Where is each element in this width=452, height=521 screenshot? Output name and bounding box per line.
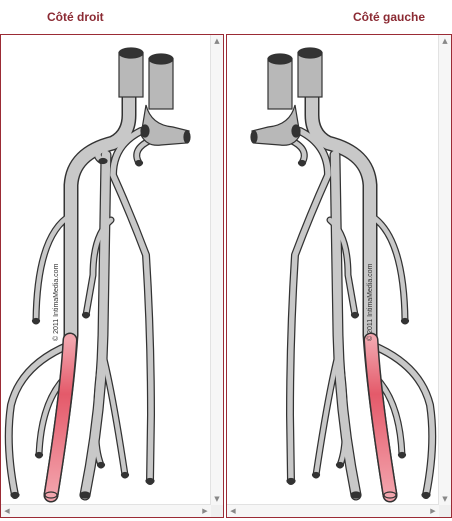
scroll-down-icon[interactable]: ▼ — [214, 495, 220, 503]
scroll-down-icon[interactable]: ▼ — [442, 495, 448, 503]
scroll-left-icon[interactable]: ◀ — [230, 507, 236, 515]
title-right-side: Côté droit — [47, 10, 104, 24]
title-left-side: Côté gauche — [353, 10, 426, 24]
vessel-fills — [6, 89, 154, 501]
scroll-right-icon[interactable]: ▶ — [202, 507, 208, 515]
scroll-right-icon[interactable]: ▶ — [430, 507, 436, 515]
scrollbar-corner — [211, 505, 223, 517]
copyright-text: © 2011 IntimaMedia.com — [367, 263, 374, 341]
vessel-openings — [10, 47, 191, 499]
vertical-scrollbar[interactable]: ▲ ▼ — [210, 35, 223, 505]
panel-right-side: © 2011 IntimaMedia.com ▲ ▼ ◀ ▶ — [0, 34, 224, 518]
scroll-left-icon[interactable]: ◀ — [4, 507, 10, 515]
scroll-up-icon[interactable]: ▲ — [214, 37, 220, 45]
scroll-up-icon[interactable]: ▲ — [442, 37, 448, 45]
vessel-openings — [250, 47, 431, 499]
vessel-diagram-right — [4, 47, 191, 503]
vertical-scrollbar[interactable]: ▲ ▼ — [438, 35, 451, 505]
vessel-diagram-left — [250, 47, 437, 503]
horizontal-scrollbar[interactable]: ◀ ▶ — [1, 504, 211, 517]
panel-left-side: © 2011 IntimaMedia.com ▲ ▼ ◀ ▶ — [226, 34, 452, 518]
scrollbar-corner — [439, 505, 451, 517]
vessel-fills — [287, 89, 435, 501]
horizontal-scrollbar[interactable]: ◀ ▶ — [227, 504, 439, 517]
copyright-text: © 2011 IntimaMedia.com — [53, 263, 60, 341]
